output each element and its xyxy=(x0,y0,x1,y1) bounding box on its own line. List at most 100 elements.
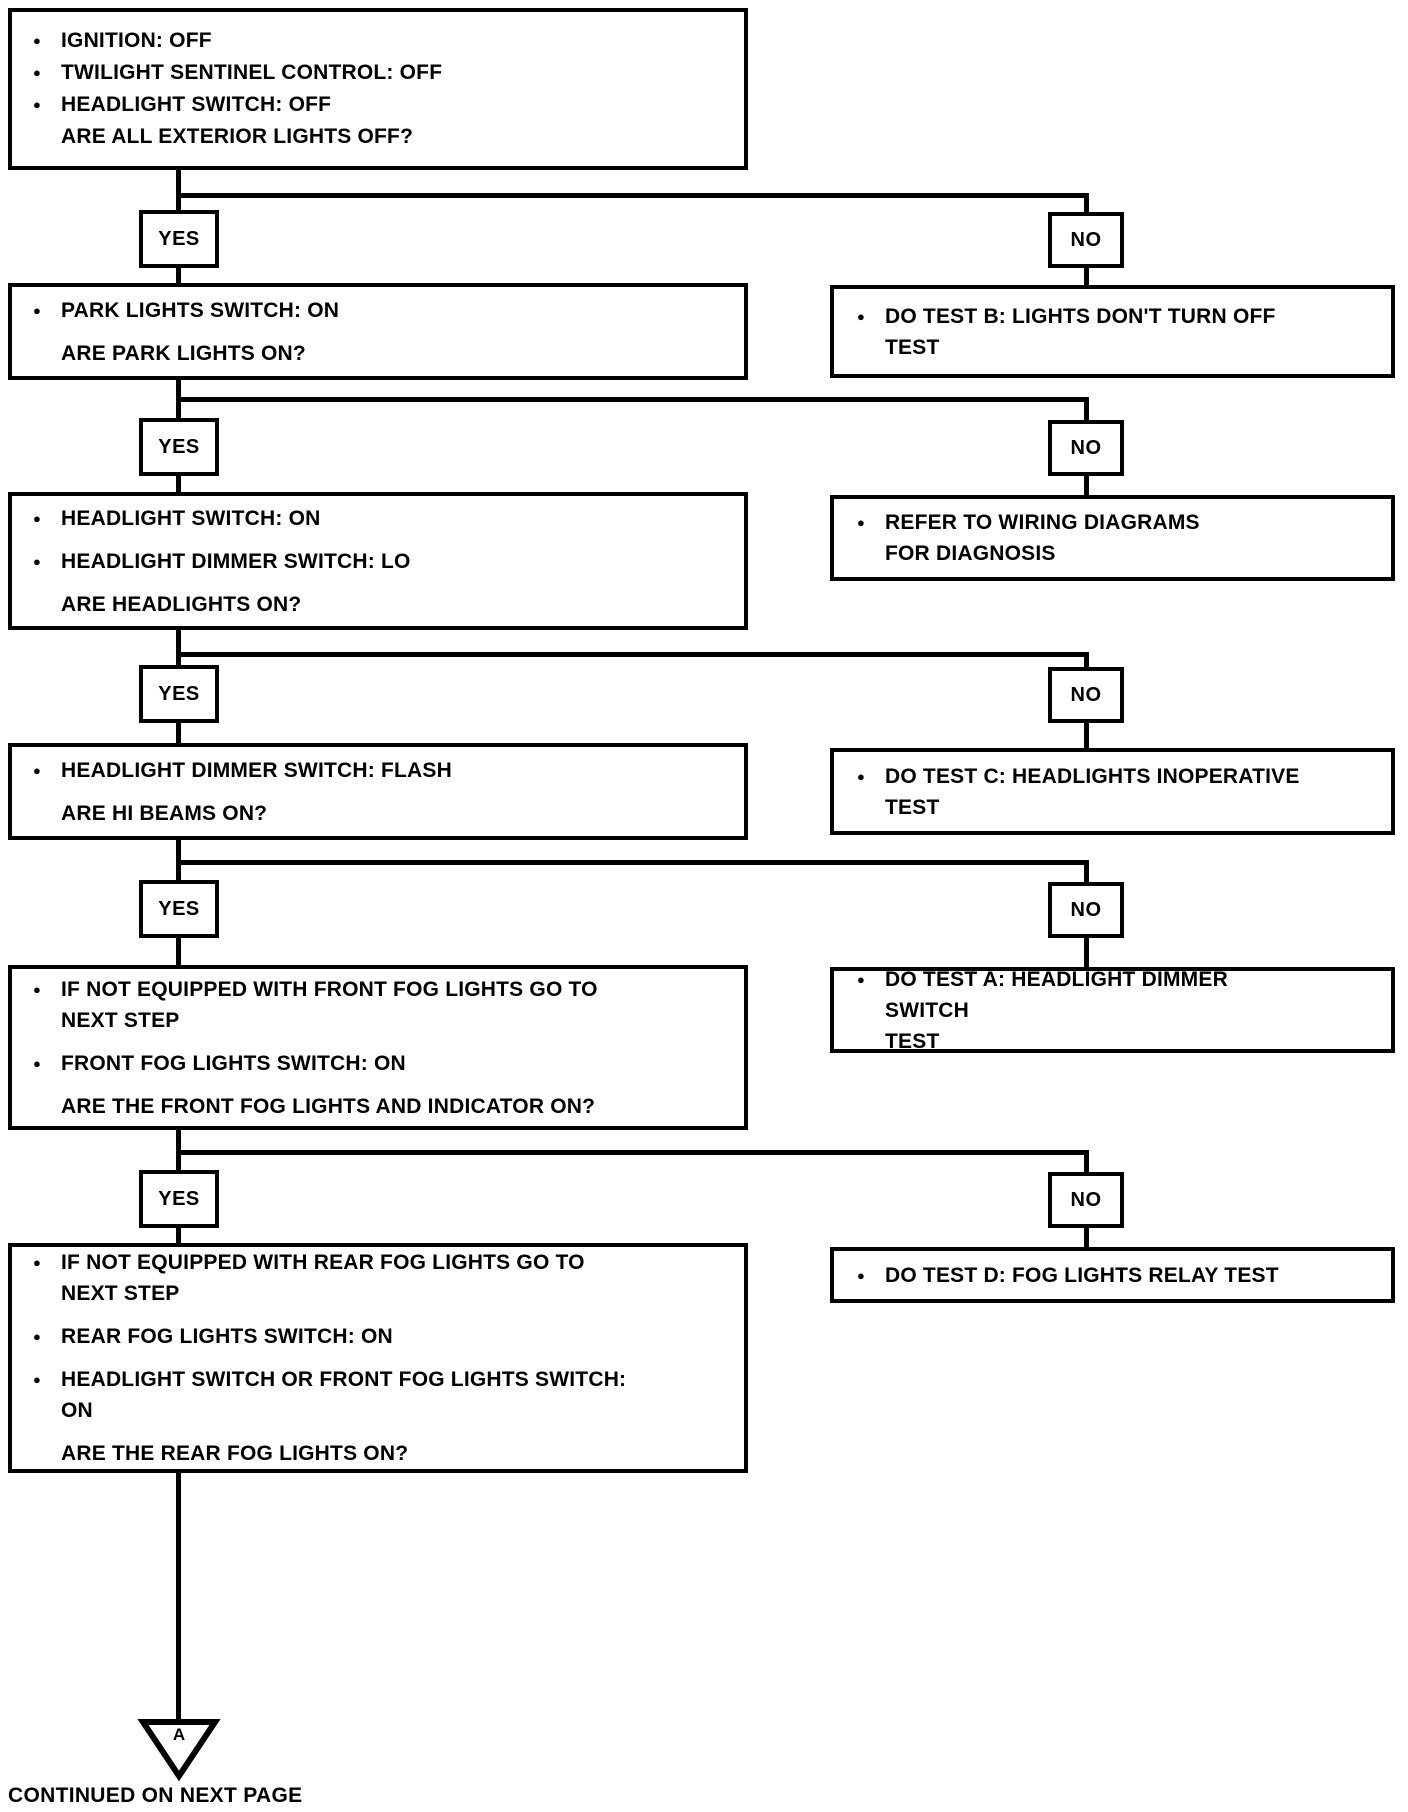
connector-line xyxy=(176,657,181,665)
connector-line xyxy=(176,1130,181,1152)
action-box-2: ● REFER TO WIRING DIAGRAMS FOR DIAGNOSIS xyxy=(830,495,1395,581)
question-line: ARE THE REAR FOG LIGHTS ON? xyxy=(30,1438,704,1469)
question-text: ARE HEADLIGHTS ON? xyxy=(61,592,302,616)
question-line: ARE THE FRONT FOG LIGHTS AND INDICATOR O… xyxy=(30,1091,704,1122)
no-label-1: NO xyxy=(1048,212,1124,268)
action-text: REFER TO WIRING DIAGRAMS FOR DIAGNOSIS xyxy=(885,511,1200,565)
continued-caption: CONTINUED ON NEXT PAGE xyxy=(8,1784,303,1807)
connector-line xyxy=(176,860,1089,865)
question-line: ARE PARK LIGHTS ON? xyxy=(30,338,704,369)
question-line: ARE HI BEAMS ON? xyxy=(30,798,704,829)
connector-line xyxy=(1084,865,1089,882)
connector-line xyxy=(176,630,181,654)
connector-line xyxy=(176,840,181,862)
connector-line xyxy=(176,652,1089,657)
bullet-icon: ● xyxy=(33,981,42,997)
action-text: DO TEST A: HEADLIGHT DIMMER SWITCH TEST xyxy=(885,967,1228,1053)
bullet-icon: ● xyxy=(33,1329,42,1344)
step-line-text: IF NOT EQUIPPED WITH REAR FOG LIGHTS GO … xyxy=(61,1251,585,1305)
step-line-text: REAR FOG LIGHTS SWITCH: ON xyxy=(61,1325,393,1348)
step-line: ● DO TEST B: LIGHTS DON'T TURN OFF TEST xyxy=(854,301,1301,363)
triangle-shape xyxy=(137,1719,221,1782)
connector-line xyxy=(176,1155,181,1170)
connector-line xyxy=(176,865,181,880)
yes-label-1: YES xyxy=(139,210,219,268)
connector-line xyxy=(176,476,181,492)
step-line: ● IF NOT EQUIPPED WITH FRONT FOG LIGHTS G… xyxy=(30,974,704,1036)
yes-label-3: YES xyxy=(139,665,219,723)
step-line-text: IF NOT EQUIPPED WITH FRONT FOG LIGHTS GO… xyxy=(61,977,598,1032)
step-line-text: HEADLIGHT DIMMER SWITCH: LO xyxy=(61,549,411,573)
question-box-2: ●PARK LIGHTS SWITCH: ON ARE PARK LIGHTS … xyxy=(8,283,748,380)
connector-line xyxy=(176,198,181,210)
question-line: ARE ALL EXTERIOR LIGHTS OFF? xyxy=(30,121,704,153)
action-text: DO TEST B: LIGHTS DON'T TURN OFF TEST xyxy=(885,304,1276,359)
bullet-icon: ● xyxy=(33,762,42,778)
connector-line xyxy=(1084,723,1089,748)
action-box-1: ● DO TEST B: LIGHTS DON'T TURN OFF TEST xyxy=(830,285,1395,378)
connector-line xyxy=(176,723,181,743)
step-line: ● HEADLIGHT SWITCH: OFF xyxy=(30,89,704,121)
off-page-connector-triangle: A xyxy=(137,1718,221,1782)
connector-line xyxy=(1084,402,1089,420)
connector-line xyxy=(1084,1228,1089,1247)
no-label-4: NO xyxy=(1048,882,1124,938)
bullet-icon: ● xyxy=(33,1372,42,1387)
bullet-icon: ● xyxy=(33,510,42,526)
question-text: ARE ALL EXTERIOR LIGHTS OFF? xyxy=(61,125,414,148)
step-line: ●PARK LIGHTS SWITCH: ON xyxy=(30,295,704,326)
question-text: ARE THE REAR FOG LIGHTS ON? xyxy=(61,1442,409,1465)
step-line: ●HEADLIGHT DIMMER SWITCH: FLASH xyxy=(30,755,704,786)
bullet-icon: ● xyxy=(857,1267,866,1283)
bullet-icon: ● xyxy=(33,65,42,80)
question-box-6: ● IF NOT EQUIPPED WITH REAR FOG LIGHTS GO… xyxy=(8,1243,748,1473)
connector-line xyxy=(176,1473,181,1720)
step-line: ●FRONT FOG LIGHTS SWITCH: ON xyxy=(30,1048,704,1079)
action-box-5: ● DO TEST D: FOG LIGHTS RELAY TEST xyxy=(830,1247,1395,1303)
step-line-text: HEADLIGHT SWITCH: ON xyxy=(61,506,321,530)
yes-label-5: YES xyxy=(139,1170,219,1228)
step-line: ● REFER TO WIRING DIAGRAMS FOR DIAGNOSIS xyxy=(854,507,1301,569)
no-label-5: NO xyxy=(1048,1172,1124,1228)
connector-line xyxy=(1084,476,1089,495)
bullet-icon: ● xyxy=(857,768,866,784)
yes-label-4: YES xyxy=(139,880,219,938)
step-line: ● DO TEST C: HEADLIGHTS INOPERATIVE TEST xyxy=(854,761,1301,823)
no-label-3: NO xyxy=(1048,667,1124,723)
connector-line xyxy=(176,268,181,283)
connector-line xyxy=(176,402,181,418)
bullet-icon: ● xyxy=(33,97,42,112)
step-line-text: HEADLIGHT SWITCH: OFF xyxy=(61,93,332,116)
question-text: ARE PARK LIGHTS ON? xyxy=(61,341,306,365)
step-line: ● HEADLIGHT DIMMER SWITCH: LO xyxy=(30,546,704,577)
question-line: ARE HEADLIGHTS ON? xyxy=(30,589,704,620)
question-box-1: ●IGNITION: OFF ●TWILIGHT SENTINEL CONTRO… xyxy=(8,8,748,170)
step-line: ● HEADLIGHT SWITCH: ON xyxy=(30,503,704,534)
connector-line xyxy=(176,1228,181,1243)
bullet-icon: ● xyxy=(33,33,42,48)
step-line: ● HEADLIGHT SWITCH OR FRONT FOG LIGHTS SW… xyxy=(30,1364,704,1426)
bullet-icon: ● xyxy=(857,308,866,324)
connector-line xyxy=(176,397,1089,402)
question-box-3: ● HEADLIGHT SWITCH: ON ● HEADLIGHT DIMMER … xyxy=(8,492,748,630)
step-line-text: HEADLIGHT SWITCH OR FRONT FOG LIGHTS SWI… xyxy=(61,1368,627,1422)
no-label-2: NO xyxy=(1048,420,1124,476)
off-page-connector-label: A xyxy=(172,1725,186,1744)
connector-line xyxy=(1084,1155,1089,1172)
connector-line xyxy=(1084,198,1089,212)
action-box-3: ● DO TEST C: HEADLIGHTS INOPERATIVE TEST xyxy=(830,748,1395,835)
connector-line xyxy=(176,193,1089,198)
step-line-text: TWILIGHT SENTINEL CONTROL: OFF xyxy=(61,61,443,84)
question-box-4: ●HEADLIGHT DIMMER SWITCH: FLASH ARE HI B… xyxy=(8,743,748,840)
action-text: DO TEST C: HEADLIGHTS INOPERATIVE TEST xyxy=(885,764,1300,819)
step-line: ●IF NOT EQUIPPED WITH REAR FOG LIGHTS GO… xyxy=(30,1247,704,1309)
connector-line xyxy=(176,170,181,195)
bullet-icon: ● xyxy=(33,553,42,569)
bullet-icon: ● xyxy=(857,515,866,530)
action-text: DO TEST D: FOG LIGHTS RELAY TEST xyxy=(885,1263,1279,1287)
step-line-text: FRONT FOG LIGHTS SWITCH: ON xyxy=(61,1051,406,1075)
yes-label-2: YES xyxy=(139,418,219,476)
step-line: ●DO TEST A: HEADLIGHT DIMMER SWITCH TEST xyxy=(854,964,1301,1057)
step-line: ● TWILIGHT SENTINEL CONTROL: OFF xyxy=(30,57,704,89)
action-box-4: ●DO TEST A: HEADLIGHT DIMMER SWITCH TEST xyxy=(830,967,1395,1053)
